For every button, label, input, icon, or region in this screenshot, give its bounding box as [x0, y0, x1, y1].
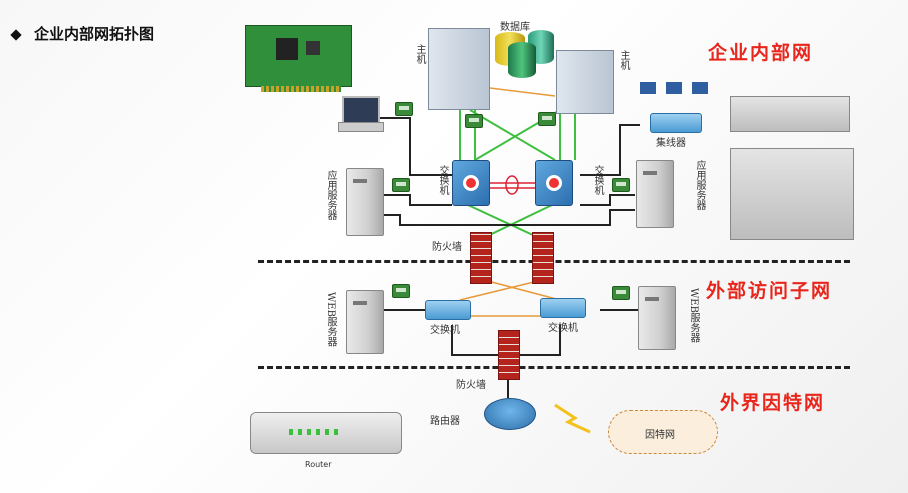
hub-pc-icon-1 — [640, 82, 656, 94]
dmz-switch-left-label: 交换机 — [430, 325, 460, 336]
page-title: 企业内部网拓扑图 — [10, 23, 155, 44]
dmz-switch-left[interactable] — [425, 300, 471, 320]
link-dmz-left-fw — [451, 325, 500, 356]
nic-icon-2 — [538, 112, 556, 126]
firewall-top-right[interactable] — [532, 232, 554, 284]
firewall-bottom[interactable] — [498, 330, 520, 380]
firewall-top-left[interactable] — [470, 232, 492, 284]
web-server-left[interactable] — [346, 290, 384, 354]
host-server-left[interactable] — [428, 28, 490, 110]
database-icon-3 — [508, 42, 536, 78]
hub-label: 集线器 — [656, 138, 686, 149]
web-server-right[interactable] — [638, 286, 676, 350]
hub-device[interactable] — [650, 113, 702, 133]
router-label: 路由器 — [430, 416, 460, 427]
firewall-bottom-label: 防火墙 — [456, 380, 486, 391]
link-host-host — [489, 87, 556, 97]
core-switch-left[interactable] — [452, 160, 490, 206]
network-card-image — [245, 25, 352, 92]
host-right-label: 主机 — [618, 50, 629, 70]
link-dmz-right-fw — [515, 325, 561, 356]
host-server-right[interactable] — [556, 50, 614, 114]
link-diag-1 — [469, 109, 556, 161]
zone-divider-bottom — [258, 366, 850, 369]
rack-chassis-image — [730, 148, 854, 240]
pc-keyboard-icon — [338, 122, 384, 132]
link-appsrv-left — [380, 194, 452, 206]
page-title-text: 企业内部网拓扑图 — [34, 25, 155, 43]
link-pc-switch — [380, 117, 452, 176]
internet-cloud-label: 因特网 — [645, 430, 675, 441]
link-appsrv-cross — [380, 209, 635, 226]
app-server-left-label: 应用服务器 — [325, 170, 336, 220]
firewall-top-label: 防火墙 — [432, 242, 462, 253]
router-icon[interactable] — [484, 398, 536, 430]
zone-title-internet: 外界因特网 — [720, 392, 826, 414]
hub-pc-icon-2 — [666, 82, 682, 94]
database-label: 数据库 — [500, 22, 530, 33]
app-server-right[interactable] — [636, 160, 674, 228]
host-left-label: 主机 — [414, 44, 425, 64]
link-fw-switch-2 — [459, 279, 543, 301]
nic-icon-6 — [392, 284, 410, 298]
zone-title-internal: 企业内部网 — [708, 42, 814, 64]
router-device-label: Router — [305, 460, 332, 469]
dmz-switch-right-label: 交换机 — [548, 323, 578, 334]
core-switch-left-label: 交换机 — [437, 165, 448, 195]
nic-icon-3 — [465, 114, 483, 128]
internet-cloud — [608, 410, 718, 454]
nic-icon-4 — [392, 178, 410, 192]
link-hub-switch — [580, 124, 640, 176]
web-server-left-label: WEB服务器 — [325, 292, 336, 347]
link-fw-switch-1 — [483, 279, 561, 301]
nic-icon-7 — [612, 286, 630, 300]
hub-pc-icon-3 — [692, 82, 708, 94]
lightning-link — [554, 403, 591, 434]
nic-icon-5 — [612, 178, 630, 192]
zone-divider-top — [258, 260, 850, 263]
rack-switch-image — [730, 96, 850, 132]
core-switch-right-label: 交换机 — [592, 165, 603, 195]
core-switch-right[interactable] — [535, 160, 573, 206]
zone-title-dmz: 外部访问子网 — [706, 280, 833, 302]
dmz-switch-right[interactable] — [540, 298, 586, 318]
app-server-right-label: 应用服务器 — [694, 160, 705, 210]
link-core-ring — [505, 175, 519, 195]
nic-icon — [395, 102, 413, 116]
link-appsrv-right — [580, 194, 635, 206]
app-server-left[interactable] — [346, 168, 384, 236]
web-server-right-label: WEB服务器 — [688, 288, 699, 343]
router-device-image — [250, 412, 402, 454]
